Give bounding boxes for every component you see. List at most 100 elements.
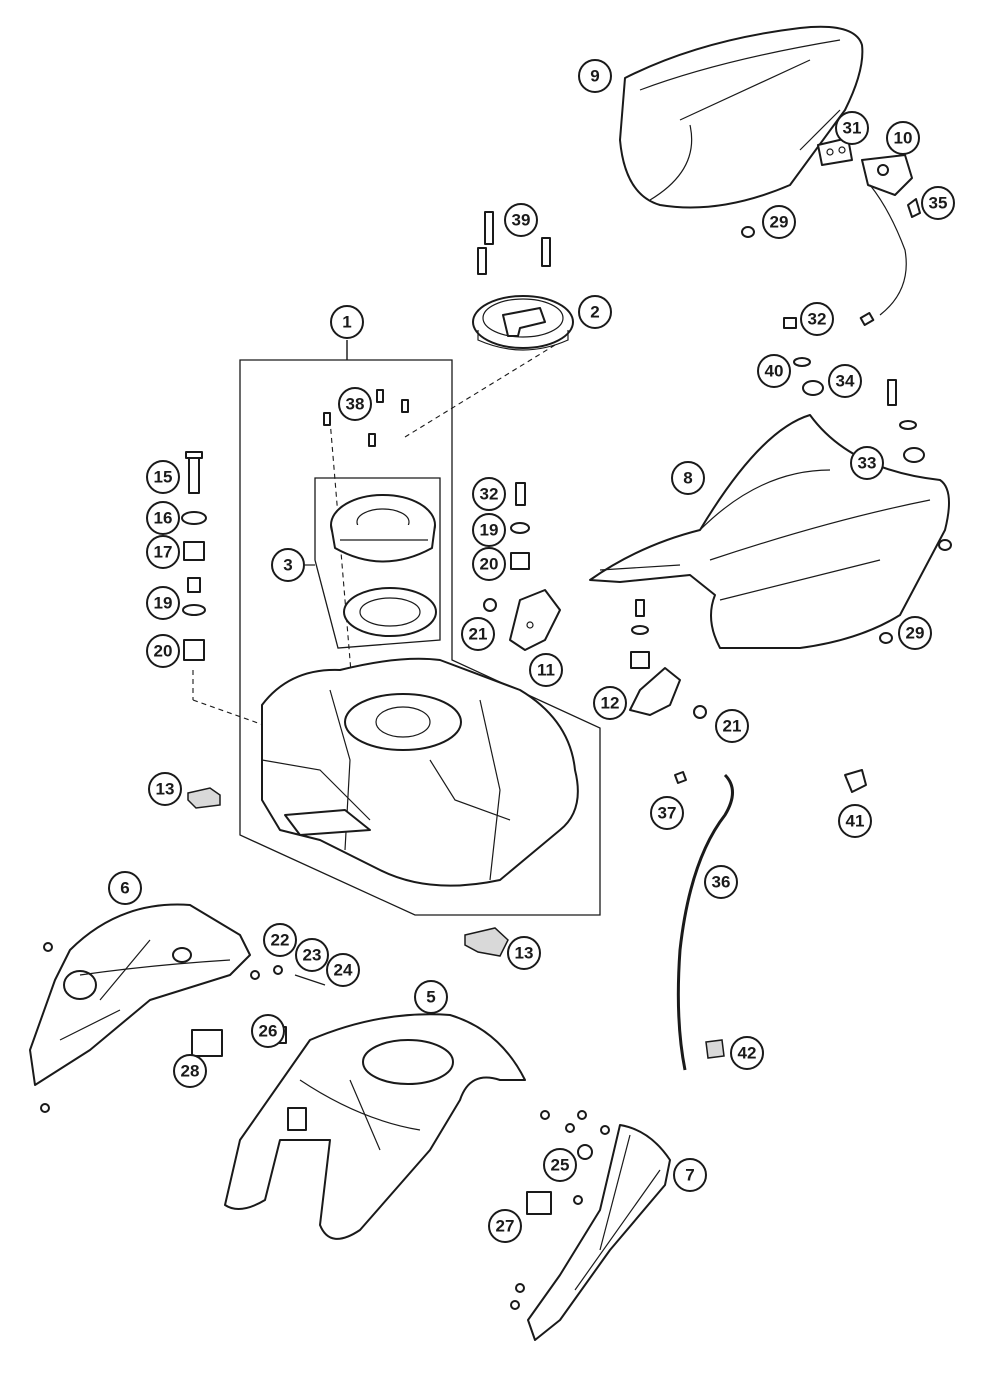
- callout-24: 24: [326, 953, 360, 987]
- callout-13-upper: 13: [148, 772, 182, 806]
- seat-lock-bracket: [817, 137, 853, 166]
- svg-text:29: 29: [906, 624, 925, 643]
- svg-text:23: 23: [303, 946, 322, 965]
- svg-text:5: 5: [426, 988, 435, 1007]
- callout-13-lower: 13: [507, 936, 541, 970]
- svg-text:21: 21: [723, 717, 742, 736]
- right-side-cover: [527, 1124, 671, 1341]
- svg-text:39: 39: [512, 211, 531, 230]
- callout-3: 3: [271, 548, 305, 582]
- tank-cover: [224, 1013, 526, 1240]
- left-mounting-hardware: [181, 451, 207, 661]
- tank-filler-cap: [472, 295, 574, 351]
- callout-32-right: 32: [800, 302, 834, 336]
- clip-fasteners: [483, 598, 707, 719]
- rubber-pad-upper: [187, 787, 221, 809]
- left-side-cover: [29, 903, 251, 1086]
- tank-bracket-front: [509, 589, 561, 651]
- svg-text:33: 33: [858, 454, 877, 473]
- seat-grommets: [741, 226, 952, 644]
- svg-text:38: 38: [346, 395, 365, 414]
- seat-lock: [859, 154, 921, 326]
- svg-text:13: 13: [515, 944, 534, 963]
- svg-text:40: 40: [765, 362, 784, 381]
- callout-26: 26: [251, 1014, 285, 1048]
- rubber-pad-lower: [464, 927, 509, 957]
- callout-37: 37: [650, 796, 684, 830]
- tank-cap-screws: [477, 211, 551, 275]
- callout-33: 33: [850, 446, 884, 480]
- callout-12: 12: [593, 686, 627, 720]
- callout-22: 22: [263, 923, 297, 957]
- svg-text:34: 34: [836, 372, 855, 391]
- fuel-pump-gasket: [343, 587, 437, 637]
- callout-15: 15: [146, 460, 180, 494]
- callout-35: 35: [921, 186, 955, 220]
- svg-text:19: 19: [154, 594, 173, 613]
- callout-21-left: 21: [461, 617, 495, 651]
- svg-text:6: 6: [120, 879, 129, 898]
- svg-text:8: 8: [683, 469, 692, 488]
- svg-text:2: 2: [590, 303, 599, 322]
- svg-text:42: 42: [738, 1044, 757, 1063]
- callout-19-left: 19: [146, 586, 180, 620]
- callout-16: 16: [146, 501, 180, 535]
- callout-20-middle: 20: [472, 547, 506, 581]
- svg-text:28: 28: [181, 1062, 200, 1081]
- svg-text:9: 9: [590, 67, 599, 86]
- svg-text:20: 20: [154, 642, 173, 661]
- hose-clip: [674, 771, 687, 784]
- svg-text:20: 20: [480, 555, 499, 574]
- cable-clip: [705, 1039, 725, 1059]
- callout-6: 6: [108, 871, 142, 905]
- callout-20-left: 20: [146, 634, 180, 668]
- svg-text:29: 29: [770, 213, 789, 232]
- svg-text:37: 37: [658, 804, 677, 823]
- callout-2: 2: [578, 295, 612, 329]
- middle-mounting-hardware: [510, 482, 530, 570]
- callout-11: 11: [529, 653, 563, 687]
- svg-text:3: 3: [283, 556, 292, 575]
- callout-17: 17: [146, 535, 180, 569]
- callout-31: 31: [835, 111, 869, 145]
- callout-39: 39: [504, 203, 538, 237]
- svg-text:31: 31: [843, 119, 862, 138]
- callout-41: 41: [838, 804, 872, 838]
- svg-text:32: 32: [480, 485, 499, 504]
- svg-text:22: 22: [271, 931, 290, 950]
- svg-text:19: 19: [480, 521, 499, 540]
- pillion-seat: [619, 25, 864, 209]
- svg-text:11: 11: [537, 661, 555, 680]
- fuel-tank: [261, 657, 579, 887]
- svg-text:17: 17: [154, 543, 173, 562]
- svg-text:21: 21: [469, 625, 488, 644]
- callout-9: 9: [578, 59, 612, 93]
- svg-text:27: 27: [496, 1217, 515, 1236]
- callout-42: 42: [730, 1036, 764, 1070]
- svg-text:7: 7: [685, 1166, 694, 1185]
- svg-text:36: 36: [712, 873, 731, 892]
- callout-23: 23: [295, 938, 329, 972]
- svg-text:35: 35: [929, 194, 948, 213]
- callout-40: 40: [757, 354, 791, 388]
- right-cover-fasteners: [510, 1110, 610, 1310]
- svg-text:24: 24: [334, 961, 353, 980]
- breather-hose: [676, 773, 734, 1071]
- fuel-tank-assembly-frame: [239, 340, 601, 916]
- svg-text:1: 1: [342, 313, 351, 332]
- callout-29-lower: 29: [898, 616, 932, 650]
- callout-5: 5: [414, 980, 448, 1014]
- svg-text:32: 32: [808, 310, 827, 329]
- svg-text:10: 10: [894, 129, 913, 148]
- callout-32-middle: 32: [472, 477, 506, 511]
- svg-text:16: 16: [154, 509, 173, 528]
- svg-text:15: 15: [154, 468, 173, 487]
- callout-34: 34: [828, 364, 862, 398]
- svg-text:41: 41: [846, 812, 865, 831]
- callout-1: 1: [330, 305, 364, 339]
- svg-text:12: 12: [601, 694, 620, 713]
- svg-text:13: 13: [156, 780, 175, 799]
- callout-21-right: 21: [715, 709, 749, 743]
- connector-clip: [844, 769, 867, 793]
